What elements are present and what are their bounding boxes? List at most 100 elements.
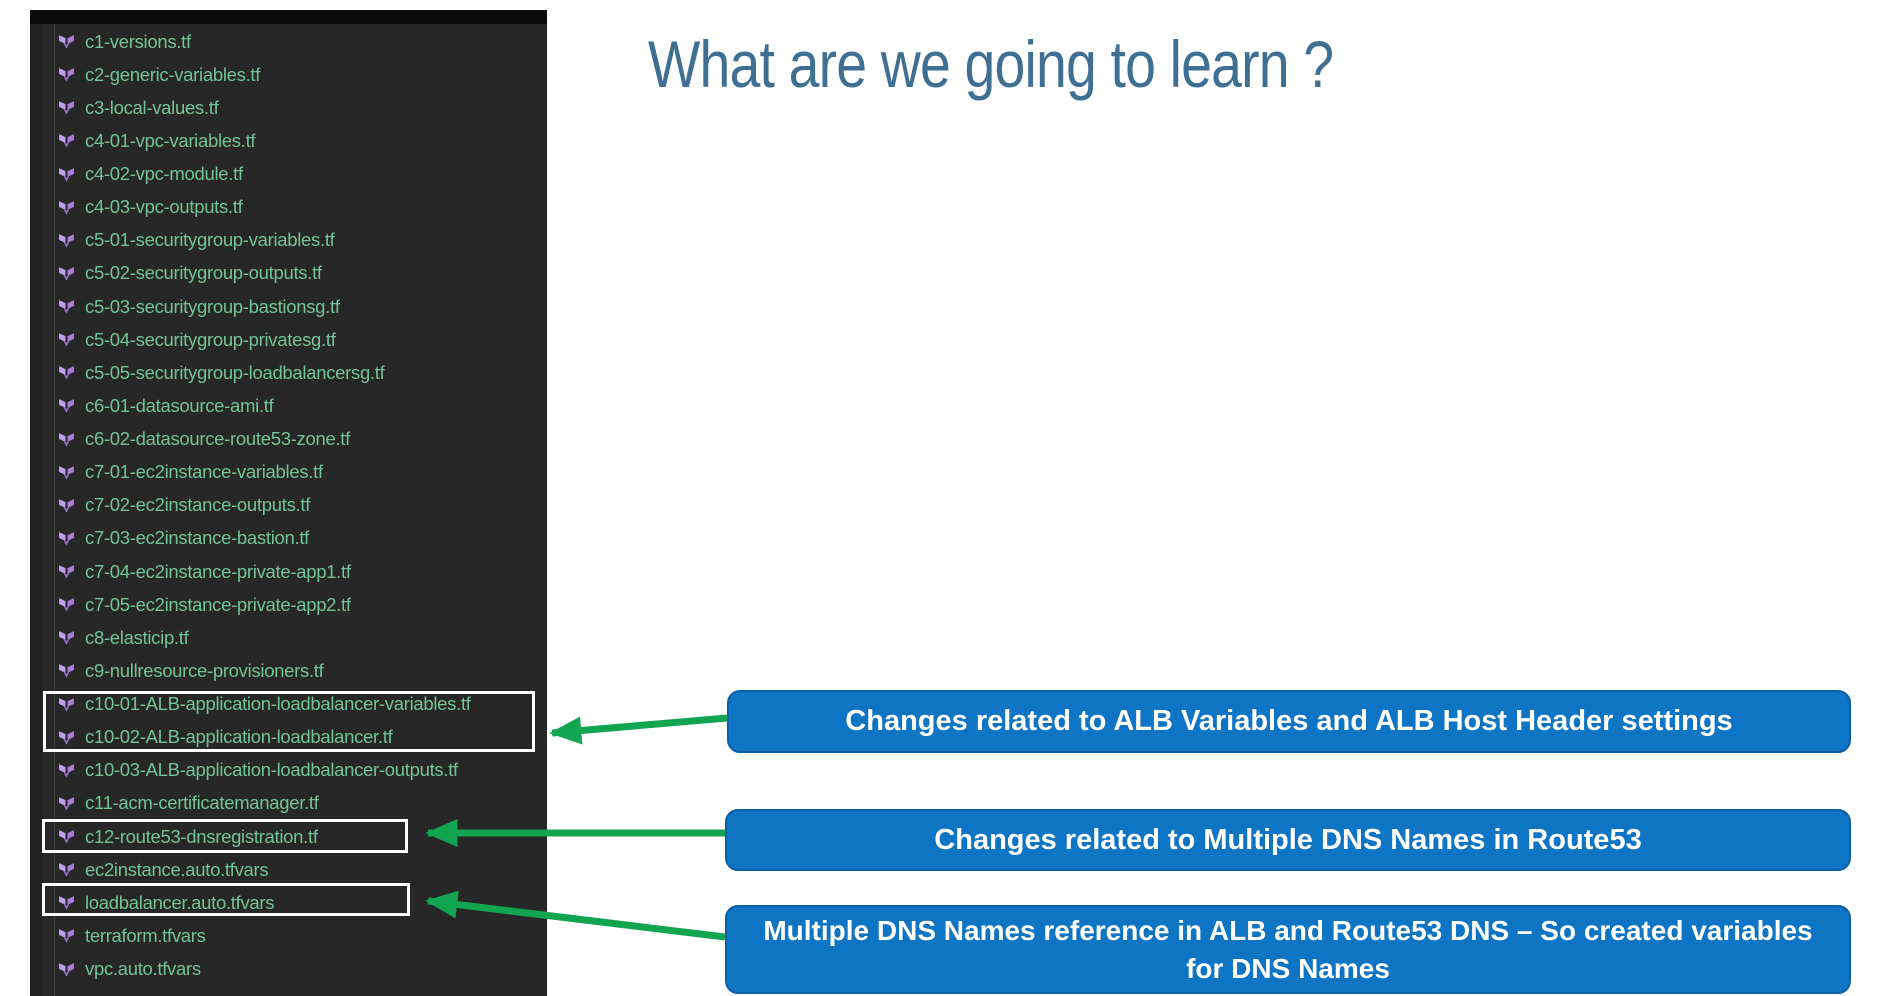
file-row[interactable]: c6-02-datasource-route53-zone.tf [30,423,547,456]
file-row[interactable]: c7-01-ec2instance-variables.tf [30,456,547,489]
file-name: c7-01-ec2instance-variables.tf [85,461,323,483]
file-row[interactable]: c12-route53-dnsregistration.tf [30,820,547,853]
file-row[interactable]: c9-nullresource-provisioners.tf [30,654,547,687]
file-name: c12-route53-dnsregistration.tf [85,825,318,847]
file-row[interactable]: c2-generic-variables.tf [30,58,547,91]
terraform-icon [59,167,74,182]
arrow-to-alb-files [549,714,728,745]
highlight-box-loadbalancer-tfvars [42,883,410,916]
file-row[interactable]: c10-03-ALB-application-loadbalancer-outp… [30,754,547,787]
file-name: c10-01-ALB-application-loadbalancer-vari… [85,693,471,715]
file-row[interactable]: c5-01-securitygroup-variables.tf [30,224,547,257]
file-name: c2-generic-variables.tf [85,63,261,85]
file-name: c5-01-securitygroup-variables.tf [85,229,335,251]
file-name: c10-02-ALB-application-loadbalancer.tf [85,726,393,748]
file-row[interactable]: loadbalancer.auto.tfvars [30,886,547,919]
terraform-icon [59,565,74,579]
file-name: terraform.tfvars [85,924,206,946]
file-row[interactable]: c7-04-ec2instance-private-app1.tf [30,555,547,588]
indent-guide-line [54,24,55,996]
file-row[interactable]: c5-03-securitygroup-bastionsg.tf [30,290,547,323]
file-row[interactable]: c11-acm-certificatemanager.tf [30,787,547,820]
file-row[interactable]: c10-02-ALB-application-loadbalancer.tf [30,721,547,754]
file-name: c4-03-vpc-outputs.tf [85,196,243,218]
terraform-icon [59,101,74,116]
file-name: vpc.auto.tfvars [85,958,201,980]
terraform-icon [59,35,74,49]
file-name: c8-elasticip.tf [85,626,189,648]
file-name: c9-nullresource-provisioners.tf [85,659,324,681]
file-row[interactable]: c5-04-securitygroup-privatesg.tf [30,323,547,356]
terraform-icon [59,830,74,844]
callout-banner-dns-variables: Multiple DNS Names reference in ALB and … [725,905,1851,994]
terraform-icon [59,134,74,149]
terraform-icon [59,532,74,546]
file-name: c6-01-datasource-ami.tf [85,394,274,416]
file-name: ec2instance.auto.tfvars [85,858,269,880]
file-name: c6-02-datasource-route53-zone.tf [85,428,350,450]
file-row[interactable]: c8-elasticip.tf [30,621,547,654]
page-title: What are we going to learn ? [648,27,1334,101]
explorer-top-bar [30,10,547,24]
file-row[interactable]: c4-03-vpc-outputs.tf [30,191,547,224]
terraform-icon [59,929,74,944]
file-row[interactable]: c7-02-ec2instance-outputs.tf [30,489,547,522]
highlight-box-route53-file [42,819,408,853]
file-name: c7-02-ec2instance-outputs.tf [85,494,311,516]
file-name: c1-versions.tf [85,30,191,52]
file-row[interactable]: c4-01-vpc-variables.tf [30,124,547,157]
file-name: c5-04-securitygroup-privatesg.tf [85,328,336,350]
terraform-icon [59,200,74,215]
file-row[interactable]: c10-01-ALB-application-loadbalancer-vari… [30,688,547,721]
terraform-icon [59,267,74,281]
terraform-icon [59,333,74,347]
file-name: c10-03-ALB-application-loadbalancer-outp… [85,759,458,781]
file-explorer-panel: c1-versions.tf c2-generic-variables.tf [30,10,547,996]
file-name: c5-05-securitygroup-loadbalancersg.tf [85,361,385,383]
file-row[interactable]: c7-05-ec2instance-private-app2.tf [30,588,547,621]
file-name: c4-02-vpc-module.tf [85,163,243,185]
file-row[interactable]: c3-local-values.tf [30,91,547,124]
file-row[interactable]: c4-02-vpc-module.tf [30,158,547,191]
terraform-icon [59,432,74,447]
terraform-icon [59,300,74,314]
file-row[interactable]: vpc.auto.tfvars [30,953,547,986]
callout-banner-route53-dns: Changes related to Multiple DNS Names in… [725,809,1851,871]
terraform-icon [59,896,74,911]
file-name: c5-02-securitygroup-outputs.tf [85,262,322,284]
terraform-icon [59,730,74,745]
file-row[interactable]: c7-03-ec2instance-bastion.tf [30,522,547,555]
terraform-icon [59,233,74,248]
terraform-icon [59,797,74,811]
terraform-icon [59,498,74,513]
explorer-left-edge [30,24,43,996]
file-name: loadbalancer.auto.tfvars [85,891,275,913]
highlight-box-alb-files [43,691,535,752]
terraform-icon [59,631,74,646]
terraform-icon [59,763,74,778]
file-name: c7-05-ec2instance-private-app2.tf [85,593,351,615]
file-name: c7-04-ec2instance-private-app1.tf [85,560,351,582]
file-row[interactable]: c1-versions.tf [30,25,547,58]
terraform-icon [59,465,74,480]
terraform-icon [59,697,74,712]
callout-banner-alb-variables: Changes related to ALB Variables and ALB… [727,690,1851,753]
file-name: c7-03-ec2instance-bastion.tf [85,527,310,549]
file-row[interactable]: ec2instance.auto.tfvars [30,853,547,886]
terraform-icon [59,366,74,381]
terraform-icon [59,68,74,82]
file-name: c4-01-vpc-variables.tf [85,129,256,151]
file-row[interactable]: c6-01-datasource-ami.tf [30,389,547,422]
terraform-icon [59,962,74,977]
terraform-icon [59,863,74,877]
file-list: c1-versions.tf c2-generic-variables.tf [30,25,547,986]
file-row[interactable]: c5-02-securitygroup-outputs.tf [30,257,547,290]
file-name: c5-03-securitygroup-bastionsg.tf [85,295,340,317]
file-row[interactable]: terraform.tfvars [30,919,547,952]
terraform-icon [59,664,74,679]
file-row[interactable]: c5-05-securitygroup-loadbalancersg.tf [30,356,547,389]
terraform-icon [59,598,74,612]
file-name: c3-local-values.tf [85,96,219,118]
file-name: c11-acm-certificatemanager.tf [85,792,319,814]
